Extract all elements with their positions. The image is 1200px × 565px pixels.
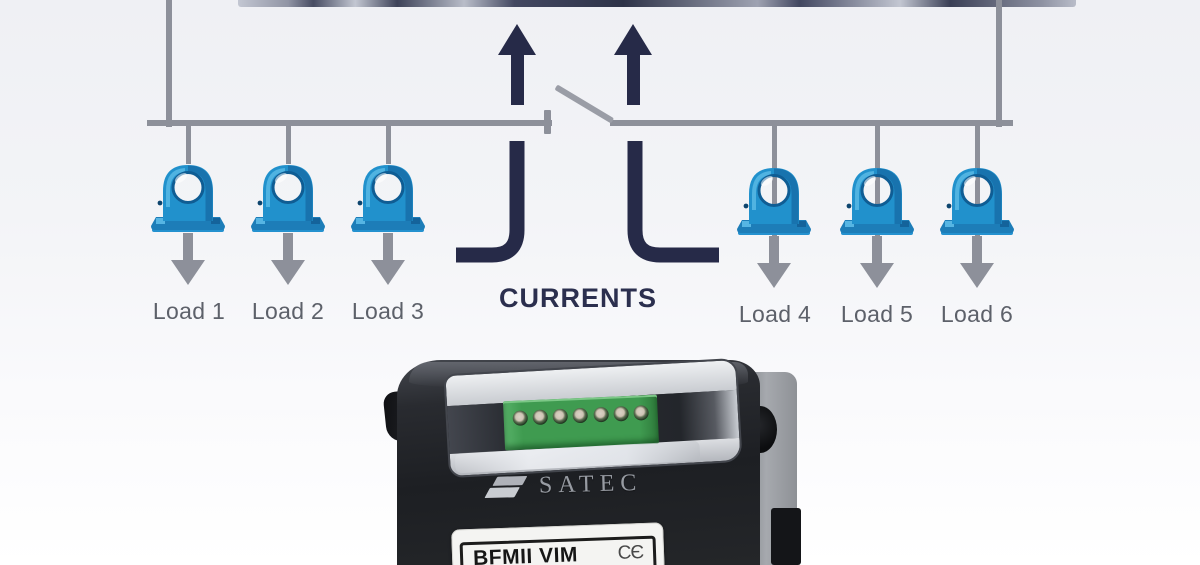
load-label: Load 5 [840, 301, 914, 327]
current-transformer-icon [840, 168, 914, 235]
terminal-screw [613, 405, 630, 422]
feeder-wire-left [166, 0, 172, 127]
load-label: Load 2 [251, 298, 325, 324]
brand-logo: SATEC [484, 469, 643, 501]
current-transformer-icon [940, 168, 1014, 235]
ct-wire [875, 124, 880, 238]
disconnect-switch-icon [554, 84, 615, 124]
terminal-screw [532, 409, 548, 426]
terminal-screw [512, 410, 528, 426]
device-body: SATEC BFMII VIM CЄ [397, 359, 760, 565]
load-label: Load 6 [940, 301, 1014, 327]
down-arrow-icon [371, 233, 405, 285]
terminal-screw [593, 406, 609, 423]
satec-logo-icon [484, 474, 532, 499]
down-arrow-icon [171, 233, 205, 285]
cropped-meter-image [238, 0, 1076, 7]
ct-wire [386, 124, 391, 164]
switch-contact [544, 110, 551, 134]
model-label-sticker: BFMII VIM CЄ [451, 522, 665, 565]
ce-mark-icon: CЄ [617, 542, 644, 564]
down-arrow-icon [271, 233, 305, 285]
terminal-screw [572, 407, 589, 424]
bus-wire-right [610, 120, 1013, 126]
terminal-block [503, 394, 659, 451]
device-mounting-tab [771, 508, 801, 565]
model-number: BFMII VIM [472, 543, 579, 565]
load-label: Load 1 [152, 298, 226, 324]
down-arrow-icon [960, 236, 994, 288]
up-arrow-icon [498, 24, 536, 105]
current-path-lines [456, 141, 719, 263]
load-label: Load 4 [738, 301, 812, 327]
current-transformer-icon [351, 165, 425, 232]
ct-wire [286, 124, 291, 164]
ct-wire [772, 124, 777, 238]
brand-name: SATEC [538, 469, 643, 499]
current-transformer-icon [151, 165, 225, 232]
terminal-screw [633, 405, 650, 421]
ct-wire [975, 124, 980, 238]
bus-wire-left [147, 120, 552, 126]
satec-bfmii-device-photo: SATEC BFMII VIM CЄ [382, 354, 803, 565]
up-arrow-icon [614, 24, 652, 105]
down-arrow-icon [757, 236, 791, 288]
down-arrow-icon [860, 236, 894, 288]
feeder-wire-right [996, 0, 1002, 127]
currents-heading: CURRENTS [498, 283, 658, 313]
ct-wire [186, 124, 191, 164]
load-label: Load 3 [351, 298, 425, 324]
terminal-screw [552, 408, 569, 425]
current-transformer-icon [737, 168, 811, 235]
current-transformer-icon [251, 165, 325, 232]
